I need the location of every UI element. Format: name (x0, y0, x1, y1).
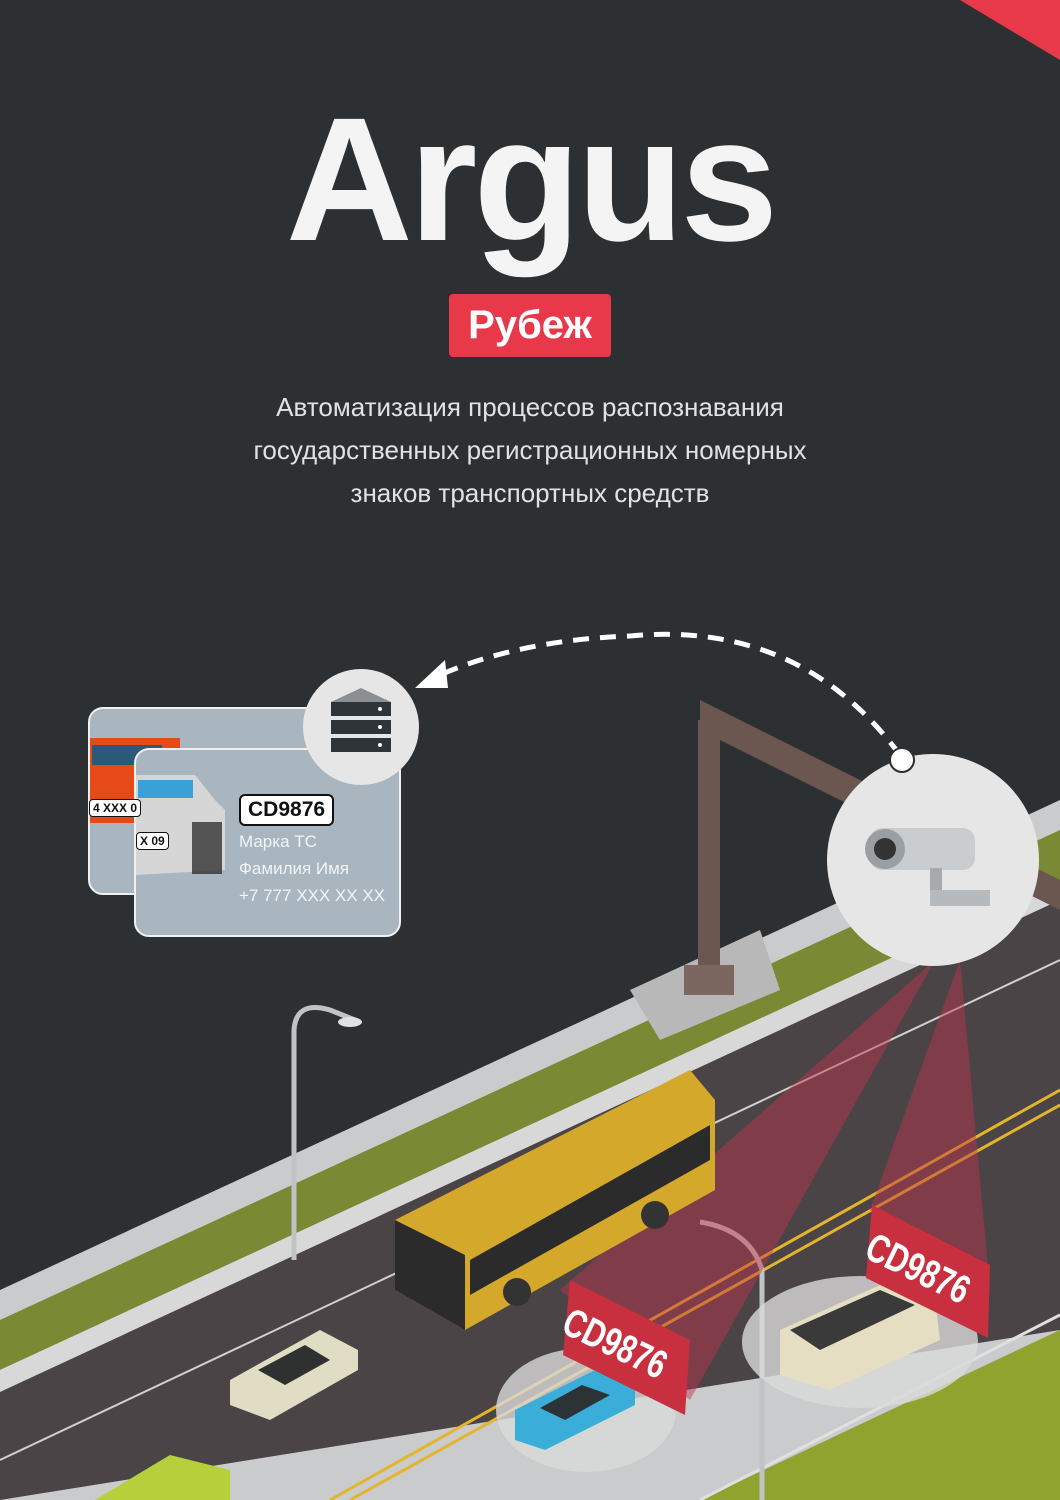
camera-beam (560, 960, 935, 1400)
server-icon (331, 688, 391, 752)
card-vehicle-brand: Марка ТС (239, 832, 317, 851)
lane-line (349, 1103, 1060, 1500)
corner-accent (960, 0, 1060, 60)
lane-line (329, 1088, 1060, 1500)
gantry-base (684, 965, 734, 995)
front-plate: X 09 (136, 832, 169, 850)
card-plate-number: CD9876 (239, 794, 335, 826)
curb (0, 880, 1060, 1392)
subtitle-line: Автоматизация процессов распознавания (276, 392, 784, 422)
product-badge: Рубеж (449, 294, 611, 357)
camera-icon (865, 828, 990, 906)
card-owner-name: Фамилия Имя (239, 859, 350, 878)
car (95, 1455, 230, 1500)
subtitle: Автоматизация процессов распознавания го… (0, 386, 1060, 515)
plate-sign (563, 1280, 690, 1415)
grass-strip (0, 830, 1060, 1370)
card-phone: +7 777 XXX XX XX (239, 886, 386, 905)
grass-bottom (700, 1330, 1060, 1500)
data-flow-arrow (438, 631, 903, 757)
subtitle-line: государственных регистрационных номерных (253, 435, 807, 465)
plate-sign (866, 1205, 990, 1338)
subtitle-line: знаков транспортных средств (350, 478, 710, 508)
gantry-pole (698, 720, 720, 980)
camera-beam (870, 960, 990, 1290)
street-lamp (291, 1005, 356, 1260)
arrow-head-icon (415, 660, 448, 688)
street-lamp (699, 1219, 765, 1500)
back-plate: 4 XXX 0 (89, 799, 142, 817)
app-title: Argus (285, 82, 779, 278)
